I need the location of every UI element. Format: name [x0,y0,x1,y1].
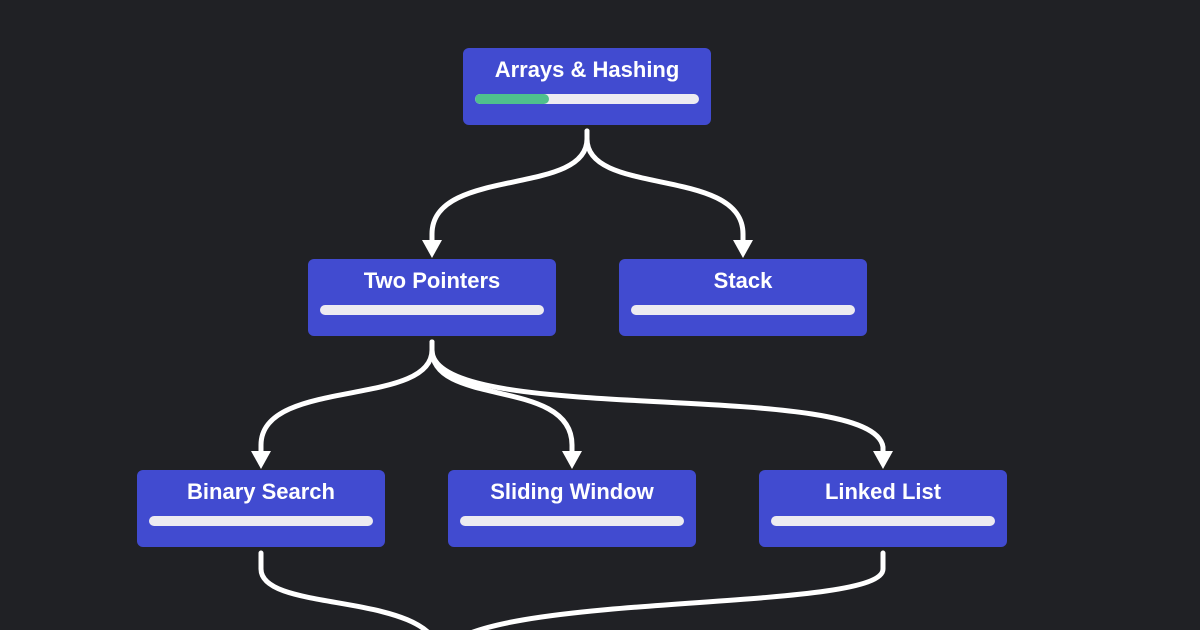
edge-two_pointers-to-linked_list [429,339,886,456]
edge-arrays_hashing-to-stack [584,128,746,245]
edge-linked_list-to-offscreen_bottom [471,550,886,630]
edge-two_pointers-to-binary_search [258,339,435,456]
node-label: Stack [713,268,773,293]
node-label: Sliding Window [490,479,654,504]
node-binary-search[interactable]: Binary Search [137,470,385,547]
progress-bar [475,94,699,104]
node-arrays-hashing[interactable]: Arrays & Hashing [463,48,711,125]
node-label: Binary Search [187,479,335,504]
node-label: Linked List [824,479,942,504]
progress-bar [631,305,855,315]
progress-bar [460,516,684,526]
edge-two_pointers-to-sliding_window [429,339,575,456]
node-label: Arrays & Hashing [494,57,680,82]
node-stack[interactable]: Stack [619,259,867,336]
edge-arrowhead [251,451,271,469]
edge-arrowhead [562,451,582,469]
node-label: Two Pointers [363,268,501,293]
edge-arrowhead [422,240,442,258]
edge-arrowhead [873,451,893,469]
edge-arrays_hashing-to-two_pointers [429,128,590,245]
edge-binary_search-to-offscreen_bottom [258,550,430,630]
progress-fill [475,94,549,104]
progress-bar [771,516,995,526]
edge-arrowhead [733,240,753,258]
node-sliding-window[interactable]: Sliding Window [448,470,696,547]
node-linked-list[interactable]: Linked List [759,470,1007,547]
node-two-pointers[interactable]: Two Pointers [308,259,556,336]
progress-bar [149,516,373,526]
progress-bar [320,305,544,315]
